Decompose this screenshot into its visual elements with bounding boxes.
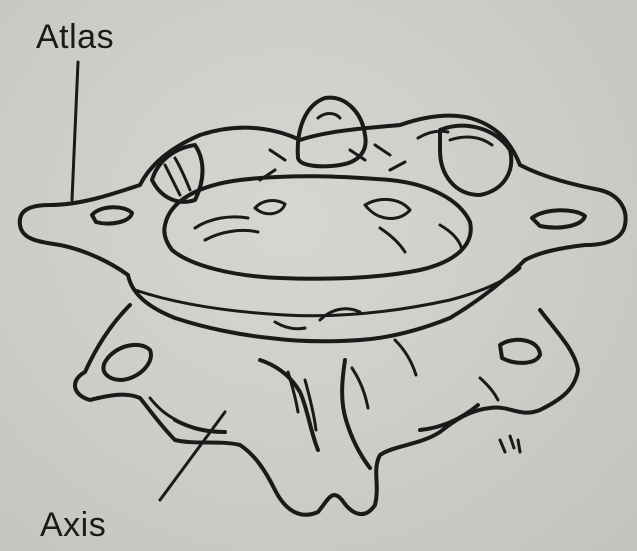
axis-vertebra [75, 305, 578, 515]
atlas-vertebra [20, 62, 626, 341]
axis-label: Axis [40, 508, 106, 542]
atlas-label: Atlas [36, 20, 114, 54]
